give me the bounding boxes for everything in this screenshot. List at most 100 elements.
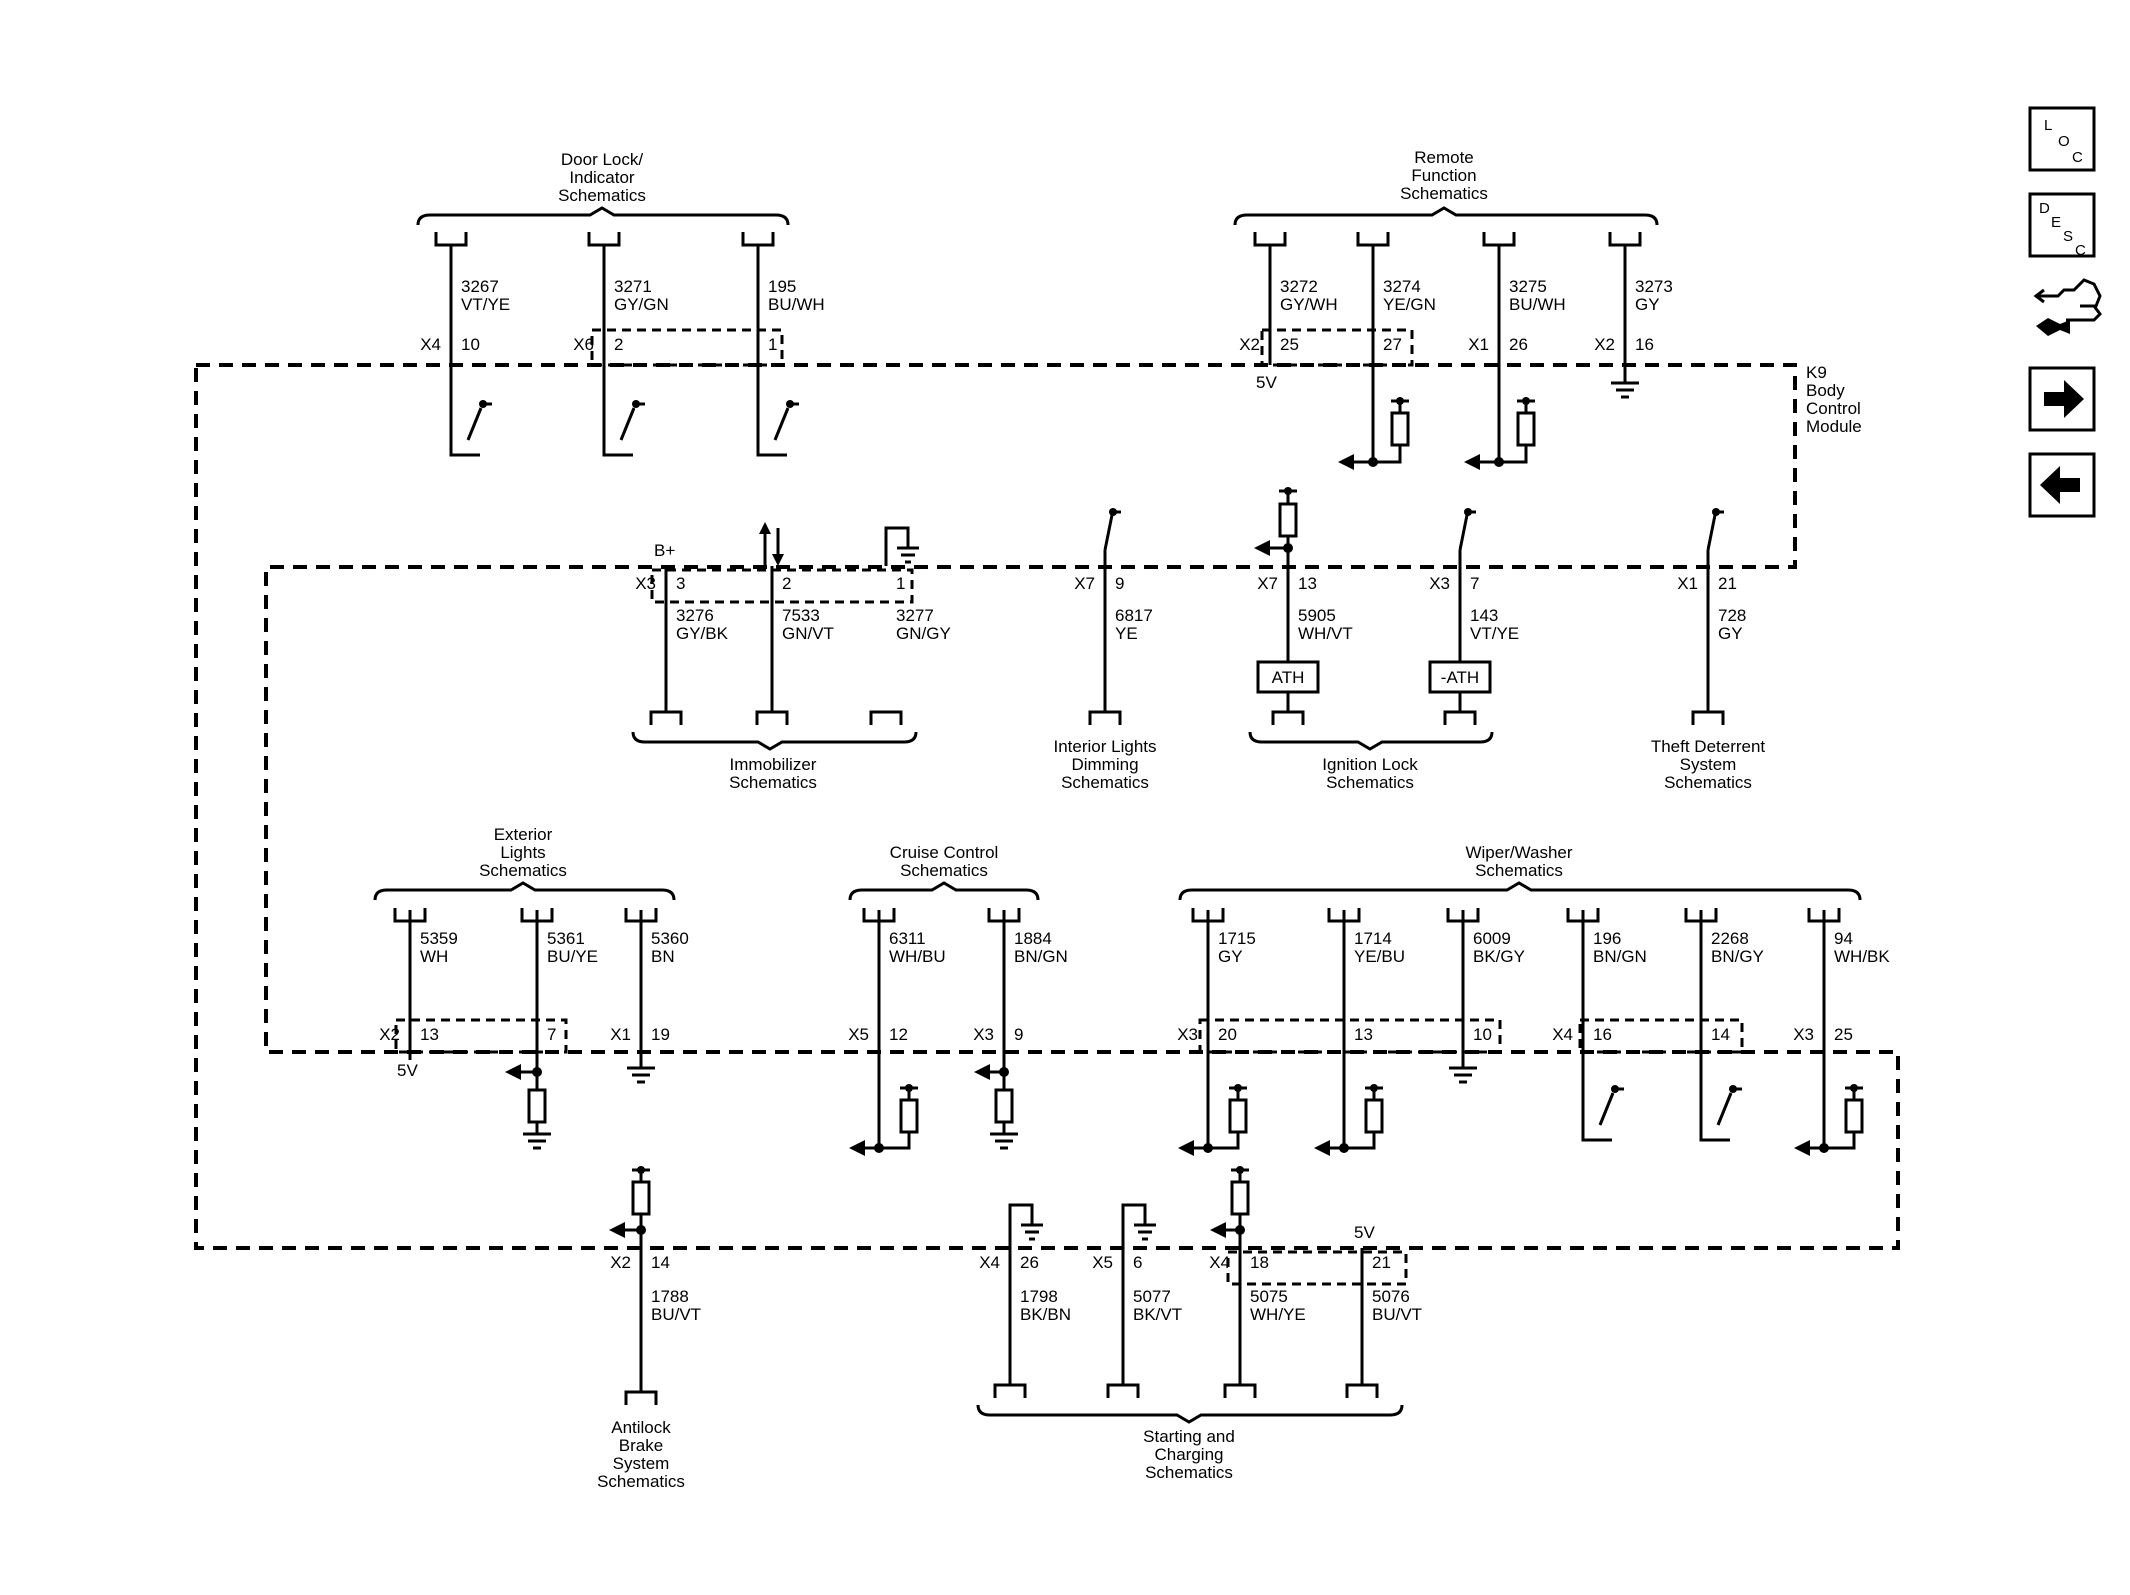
svg-text:Schematics: Schematics bbox=[479, 861, 567, 880]
circuit-number: 6311 bbox=[889, 929, 926, 948]
connector-id: X3 bbox=[973, 1025, 994, 1044]
connector-id: X3 bbox=[635, 574, 656, 593]
connector-id: X2 bbox=[379, 1025, 400, 1044]
svg-text:C: C bbox=[2072, 149, 2083, 166]
circuit-number: 5360 bbox=[651, 929, 689, 948]
connector-id: X5 bbox=[1092, 1253, 1113, 1272]
circuit-number: 3273 bbox=[1635, 277, 1673, 296]
circuit-number: 3276 bbox=[676, 606, 714, 625]
wire-color: BU/VT bbox=[651, 1305, 701, 1324]
pin-number: 27 bbox=[1383, 335, 1402, 354]
static-labels: 5V B+ 5V 5V ATH -ATH bbox=[397, 373, 1479, 1242]
pin-number: 7 bbox=[1470, 574, 1479, 593]
group-interior-lights: Interior Lights Dimming Schematics bbox=[1054, 737, 1157, 792]
loc-button[interactable]: L O C bbox=[2028, 106, 2096, 172]
svg-text:Schematics: Schematics bbox=[1475, 861, 1563, 880]
circuit-number: 5359 bbox=[420, 929, 458, 948]
arrow-right-icon bbox=[2044, 380, 2084, 418]
svg-text:Dimming: Dimming bbox=[1071, 755, 1138, 774]
wire-color: GY bbox=[1218, 947, 1243, 966]
svg-text:Control: Control bbox=[1806, 399, 1861, 418]
connector-id: X3 bbox=[1177, 1025, 1198, 1044]
circuit-number: 2268 bbox=[1711, 929, 1749, 948]
pin-number: 7 bbox=[547, 1025, 556, 1044]
prev-button[interactable] bbox=[2028, 452, 2096, 518]
pin-number: 25 bbox=[1834, 1025, 1853, 1044]
svg-text:Door Lock/: Door Lock/ bbox=[561, 150, 643, 169]
circuit-number: 1714 bbox=[1354, 929, 1392, 948]
circuit-number: 728 bbox=[1718, 606, 1746, 625]
wire-color: GY/WH bbox=[1280, 295, 1338, 314]
connector-id: X5 bbox=[848, 1025, 869, 1044]
pin-number: 14 bbox=[651, 1253, 670, 1272]
svg-text:Antilock: Antilock bbox=[611, 1418, 671, 1437]
pin-number: 6 bbox=[1133, 1253, 1142, 1272]
connector-id: X3 bbox=[1793, 1025, 1814, 1044]
circuit-number: 5077 bbox=[1133, 1287, 1171, 1306]
connector-wrench-icon[interactable] bbox=[2033, 278, 2102, 336]
wire-color: WH bbox=[420, 947, 448, 966]
circuit-number: 143 bbox=[1470, 606, 1498, 625]
pin-number: 10 bbox=[1473, 1025, 1492, 1044]
circuit-number: 5076 bbox=[1372, 1287, 1410, 1306]
svg-text:5V: 5V bbox=[1256, 373, 1277, 392]
circuit-number: 7533 bbox=[782, 606, 820, 625]
svg-text:L: L bbox=[2044, 117, 2052, 134]
wire-color: GY bbox=[1718, 624, 1743, 643]
wire-color: BU/WH bbox=[1509, 295, 1566, 314]
connector-id: X2 bbox=[1594, 335, 1615, 354]
wire-color: YE bbox=[1115, 624, 1138, 643]
circuit-symbols bbox=[408, 245, 1864, 1392]
svg-text:S: S bbox=[2063, 228, 2073, 245]
svg-text:Schematics: Schematics bbox=[1061, 773, 1149, 792]
wire-color: GN/GY bbox=[896, 624, 951, 643]
svg-text:Module: Module bbox=[1806, 417, 1862, 436]
pin-number: 13 bbox=[420, 1025, 439, 1044]
pin-number: 21 bbox=[1718, 574, 1737, 593]
connector-id: X1 bbox=[1468, 335, 1489, 354]
connector-id: X4 bbox=[1209, 1253, 1230, 1272]
connector-id: X1 bbox=[610, 1025, 631, 1044]
wire-color: BN/GN bbox=[1014, 947, 1068, 966]
wire-color: GY/GN bbox=[614, 295, 669, 314]
circuit-number: 5361 bbox=[547, 929, 585, 948]
connector-id: X7 bbox=[1257, 574, 1278, 593]
svg-text:Schematics: Schematics bbox=[1145, 1463, 1233, 1482]
svg-text:Ignition Lock: Ignition Lock bbox=[1322, 755, 1418, 774]
module-boundary bbox=[194, 363, 1900, 1250]
svg-text:E: E bbox=[2051, 214, 2061, 231]
pin-number: 9 bbox=[1115, 574, 1124, 593]
wire-color: WH/VT bbox=[1298, 624, 1353, 643]
wire-color: BK/VT bbox=[1133, 1305, 1182, 1324]
pin-number: 12 bbox=[889, 1025, 908, 1044]
wire-color: BK/BN bbox=[1020, 1305, 1071, 1324]
svg-text:Interior Lights: Interior Lights bbox=[1054, 737, 1157, 756]
svg-text:Body: Body bbox=[1806, 381, 1845, 400]
group-immobilizer: Immobilizer Schematics bbox=[631, 731, 918, 792]
next-button[interactable] bbox=[2028, 366, 2096, 432]
connector-id: X3 bbox=[1429, 574, 1450, 593]
desc-button[interactable]: D E S C bbox=[2028, 192, 2096, 259]
circuit-number: 1788 bbox=[651, 1287, 689, 1306]
terminal-symbols bbox=[393, 232, 1841, 1405]
group-remote-function: Remote Function Schematics bbox=[1233, 148, 1659, 226]
connector-id: X4 bbox=[1552, 1025, 1573, 1044]
connector-id: X2 bbox=[1239, 335, 1260, 354]
svg-text:System: System bbox=[613, 1454, 670, 1473]
wire-color: YE/BU bbox=[1354, 947, 1405, 966]
svg-text:Starting and: Starting and bbox=[1143, 1427, 1235, 1446]
pin-number: 13 bbox=[1298, 574, 1317, 593]
svg-text:C: C bbox=[2075, 242, 2086, 259]
svg-text:B+: B+ bbox=[654, 541, 675, 560]
group-ignition-lock: Ignition Lock Schematics bbox=[1248, 731, 1494, 792]
wire-color: BN/GY bbox=[1711, 947, 1764, 966]
connector-id: X2 bbox=[610, 1253, 631, 1272]
circuit-number: 1798 bbox=[1020, 1287, 1058, 1306]
group-starting-charging: Starting and Charging Schematics bbox=[976, 1404, 1404, 1482]
wire-color: GY bbox=[1635, 295, 1660, 314]
pin-number: 26 bbox=[1020, 1253, 1039, 1272]
pin-number: 3 bbox=[676, 574, 685, 593]
pin-number: 16 bbox=[1635, 335, 1654, 354]
svg-text:-ATH: -ATH bbox=[1441, 668, 1479, 687]
svg-text:Schematics: Schematics bbox=[1400, 184, 1488, 203]
